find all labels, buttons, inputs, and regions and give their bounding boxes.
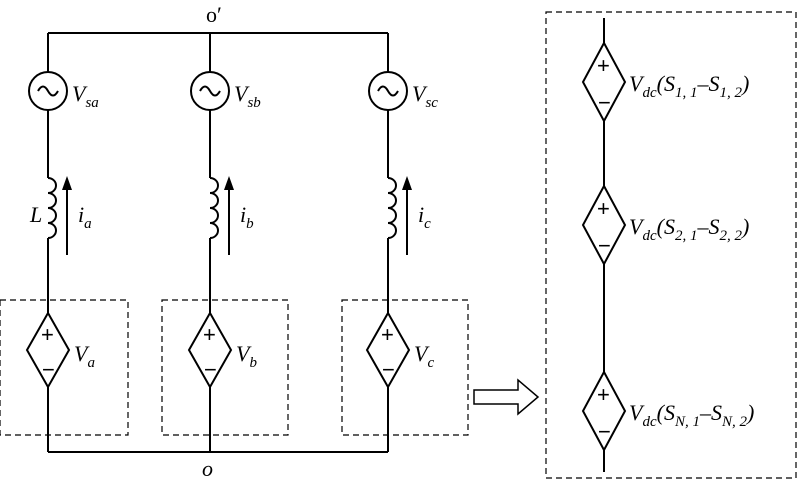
phase-b-converter-label: Vb: [236, 341, 257, 371]
cell-2-dependent-source-icon: [581, 183, 627, 267]
phase-b-minus-sign: −: [204, 357, 217, 382]
phase-c-current-label: ic: [418, 202, 431, 232]
cell-n-dash: –: [699, 400, 712, 425]
phase-c-minus-sign: −: [382, 357, 395, 382]
phase-a-arrowhead-icon: [62, 176, 72, 190]
cell-1-base: V: [629, 71, 645, 96]
phase-b-current-base: i: [240, 202, 246, 227]
phase-b-source-label: Vsb: [234, 81, 261, 111]
cell-n-label: Vdc(SN, 1–SN, 2): [629, 400, 754, 430]
phase-c-sine-icon: [377, 85, 399, 97]
phase-b-converter-sub: b: [249, 355, 257, 371]
cell-1-dependent-source-icon: [581, 40, 627, 124]
cell-2-open: (: [657, 214, 666, 239]
cell-2-s2: S: [708, 214, 719, 239]
cell-n-plus-sign: +: [597, 382, 610, 407]
phase-c-arrowhead-icon: [402, 176, 412, 190]
cell-2-s2-sub: 2, 2: [719, 228, 742, 244]
cell-1-dash: –: [696, 71, 709, 96]
cell-2-close: ): [740, 214, 749, 239]
phase-a-current-sub: a: [84, 216, 92, 232]
phase-c-converter-box: [341, 299, 469, 436]
cell-2-dash: –: [696, 214, 709, 239]
phase-b-current-label: ib: [240, 202, 254, 232]
phase-b-source-base: V: [234, 81, 250, 106]
phase-c-source-base: V: [412, 81, 428, 106]
cell-2-minus-sign: −: [598, 233, 611, 258]
phase-a-converter-box: [0, 299, 129, 436]
cell-2-base-sub: dc: [642, 228, 657, 244]
cell-n-s2: S: [711, 400, 722, 425]
phase-c-converter-label: Vc: [414, 341, 434, 371]
phase-a-source-base: V: [72, 81, 88, 106]
phase-b-inductor-icon: [209, 177, 219, 239]
cell-1-s1-sub: 1, 1: [675, 85, 698, 101]
inductor-label: L: [29, 202, 42, 227]
phase-b-current-sub: b: [246, 216, 254, 232]
phase-b-arrowhead-icon: [224, 176, 234, 190]
cell-1-label: Vdc(S1, 1–S1, 2): [629, 71, 749, 101]
cell-2-s1-sub: 2, 1: [675, 228, 698, 244]
cell-1-base-sub: dc: [642, 85, 657, 101]
cell-detail-box: [545, 11, 797, 479]
cell-1-plus-sign: +: [597, 53, 610, 78]
cell-n-s2-sub: N, 2: [721, 414, 748, 430]
cell-2: + − Vdc(S2, 1–S2, 2): [581, 183, 749, 267]
phase-c-branch: + −: [341, 32, 469, 453]
cell-2-base: V: [629, 214, 645, 239]
cell-1-s1: S: [664, 71, 675, 96]
expand-arrow-icon: [473, 378, 540, 416]
phase-c-source-label: Vsc: [412, 81, 438, 111]
phase-b-branch: + −: [161, 33, 289, 452]
phase-a-minus-sign: −: [42, 357, 55, 382]
phase-a-converter-label: Va: [74, 341, 95, 371]
cell-1-s2-sub: 1, 2: [719, 85, 742, 101]
phase-c-converter-sub: c: [427, 355, 434, 371]
phase-a-source-sub: sa: [85, 95, 98, 111]
cell-1-minus-sign: −: [598, 90, 611, 115]
cell-n-dependent-source-icon: [581, 369, 627, 453]
phase-b-source-sub: sb: [247, 95, 261, 111]
phase-a-converter-sub: a: [87, 355, 95, 371]
phase-b-converter-base: V: [236, 341, 252, 366]
phase-b-sine-icon: [199, 85, 221, 97]
cell-2-s1: S: [664, 214, 675, 239]
cell-n-s1: S: [664, 400, 675, 425]
cell-n-base-sub: dc: [642, 414, 657, 430]
cell-n: + − Vdc(SN, 1–SN, 2): [581, 369, 754, 453]
cell-2-plus-sign: +: [597, 196, 610, 221]
phase-a-current-label: ia: [78, 202, 92, 232]
cell-n-open: (: [657, 400, 666, 425]
phase-a-source-label: Vsa: [72, 81, 99, 111]
cell-1-s2: S: [708, 71, 719, 96]
phase-c-current-sub: c: [424, 216, 431, 232]
bottom-node-label: o: [202, 456, 213, 481]
cell-1: + − Vdc(S1, 1–S1, 2): [581, 40, 749, 124]
phase-a-sine-icon: [37, 85, 59, 97]
cell-n-s1-sub: N, 1: [674, 414, 700, 430]
phase-a-plus-sign: +: [41, 322, 54, 347]
cell-1-open: (: [657, 71, 666, 96]
phase-a-converter-base: V: [74, 341, 90, 366]
cell-n-base: V: [629, 400, 645, 425]
phase-a-current-base: i: [78, 202, 84, 227]
phase-c-plus-sign: +: [381, 322, 394, 347]
phase-c-converter-base: V: [414, 341, 430, 366]
phase-c-current-base: i: [418, 202, 424, 227]
cell-n-minus-sign: −: [598, 419, 611, 444]
cell-1-close: ): [740, 71, 749, 96]
phase-b-plus-sign: +: [203, 322, 216, 347]
phase-b-converter-box: [161, 299, 289, 436]
cell-n-close: ): [745, 400, 754, 425]
phase-a-inductor-icon: [47, 177, 57, 239]
top-node-label: o′: [206, 2, 222, 27]
phase-c-source-sub: sc: [425, 95, 438, 111]
cell-2-label: Vdc(S2, 1–S2, 2): [629, 214, 749, 244]
phase-a-branch: + − L: [0, 33, 129, 452]
phase-c-inductor-icon: [387, 177, 397, 239]
